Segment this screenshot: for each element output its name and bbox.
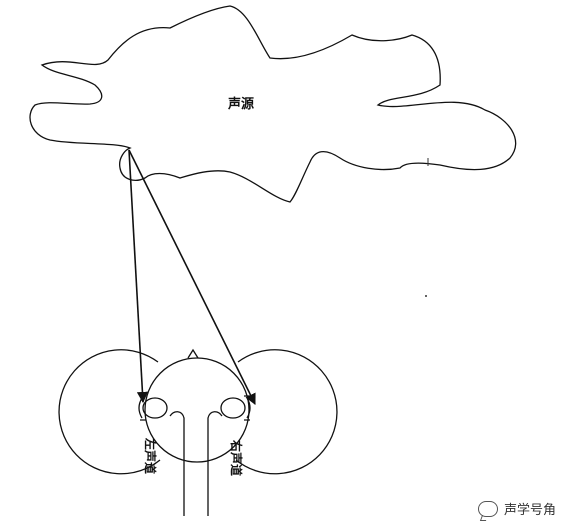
left-field-circle — [58, 349, 161, 475]
right-ear-icon — [220, 395, 251, 421]
arrow-to-left-ear — [128, 149, 149, 404]
watermark-text: 声学号角 — [503, 503, 556, 518]
chat-bubble-icon — [477, 500, 498, 517]
right-cable — [207, 411, 223, 516]
right-field-circle — [235, 349, 338, 475]
sound-source-cloud — [29, 5, 517, 203]
left-cable — [169, 411, 185, 516]
sound-source-label: 声源 — [227, 96, 254, 112]
scan-dot — [425, 295, 427, 297]
nose-mark — [187, 348, 199, 359]
left-ear-icon — [138, 395, 168, 421]
arrow-to-right-ear — [128, 149, 256, 406]
head-circle — [144, 357, 250, 463]
left-channel-label: 左声道 — [143, 437, 158, 474]
right-channel-label: 右声道 — [229, 439, 244, 476]
watermark: 声学号角 — [477, 499, 556, 518]
